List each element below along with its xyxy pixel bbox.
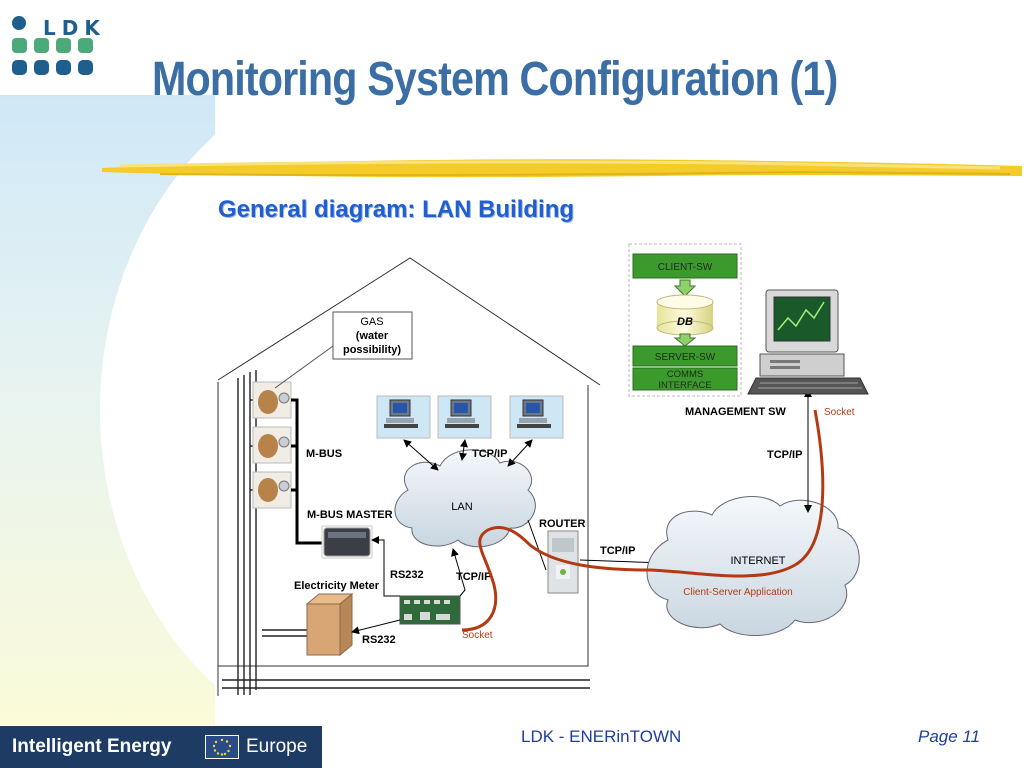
mbus-line (291, 398, 322, 545)
management-computer (747, 289, 869, 395)
electricity-meter (305, 592, 354, 657)
data-logger-board (399, 595, 461, 625)
comms-label-line1: COMMS (667, 369, 703, 380)
lan-building-diagram: GAS (water possibility) M-BUS M-BUS MAST… (217, 243, 869, 696)
gas-label-line3: possibility) (343, 344, 401, 356)
mbus-master-device (321, 525, 373, 559)
diagram-subtitle: General diagram: LAN Building (218, 196, 575, 223)
router-lan-link (527, 519, 547, 571)
gas-meters (252, 381, 292, 509)
db-label: DB (677, 316, 693, 328)
gas-label-box: GAS (water possibility) (274, 311, 413, 389)
tcpip-board-label: TCP/IP (456, 571, 491, 583)
ldk-logo: LDK (10, 10, 110, 80)
rs232-label-top: RS232 (390, 569, 424, 581)
tcpip-mgmt-label: TCP/IP (767, 449, 802, 461)
eu-flag-icon (205, 735, 239, 759)
gas-label-line1: GAS (360, 316, 383, 328)
database-cylinder: DB (656, 294, 714, 336)
footer-brand-bar (0, 726, 322, 768)
lan-links (403, 439, 533, 471)
client-sw-label: CLIENT-SW (658, 262, 713, 273)
software-stack: CLIENT-SW DB SERVER-SW COMMS INTERFACE (628, 243, 742, 397)
slide-title: Monitoring System Configuration (1) (152, 53, 838, 106)
serial-links (351, 536, 466, 635)
electricity-meter-label: Electricity Meter (294, 580, 380, 592)
socket-connection (461, 409, 825, 632)
footer-project: LDK - ENERinTOWN (521, 727, 682, 746)
internet-cloud: INTERNET Client-Server Application (646, 495, 860, 636)
gas-meter (252, 426, 292, 464)
mbus-branches (291, 444, 297, 492)
logo-text: LDK (43, 16, 106, 40)
management-sw-label: MANAGEMENT SW (685, 406, 786, 418)
mbus-label: M-BUS (306, 448, 342, 460)
tcpip-router-label: TCP/IP (600, 545, 635, 557)
socket-mgmt-label: Socket (824, 407, 855, 418)
workstation (509, 395, 564, 439)
mbus-master-label: M-BUS MASTER (307, 509, 393, 521)
socket-board-label: Socket (462, 630, 493, 641)
lan-cloud: LAN (394, 449, 536, 548)
tcpip-lan-label: TCP/IP (472, 448, 507, 460)
comms-label-line2: INTERFACE (658, 380, 711, 391)
lan-workstations (376, 395, 564, 439)
footer-brand-suffix: Europe (246, 736, 308, 757)
workstation (376, 395, 431, 439)
lan-label: LAN (451, 501, 472, 513)
yellow-brush-divider (102, 159, 1022, 178)
logo-dots (12, 16, 93, 75)
footer-brand-text: Intelligent Energy (12, 736, 172, 757)
building-outline (217, 257, 601, 696)
workstation (437, 395, 492, 439)
rs232-label-bottom: RS232 (362, 634, 396, 646)
page-number: Page 11 (918, 727, 981, 746)
internet-label: INTERNET (731, 555, 786, 567)
server-sw-label: SERVER-SW (655, 352, 716, 363)
gas-label-line2: (water (356, 330, 389, 342)
client-server-app-label: Client-Server Application (683, 587, 793, 598)
router-label: ROUTER (539, 518, 586, 530)
gas-meter (252, 381, 292, 419)
gas-meter (252, 471, 292, 509)
